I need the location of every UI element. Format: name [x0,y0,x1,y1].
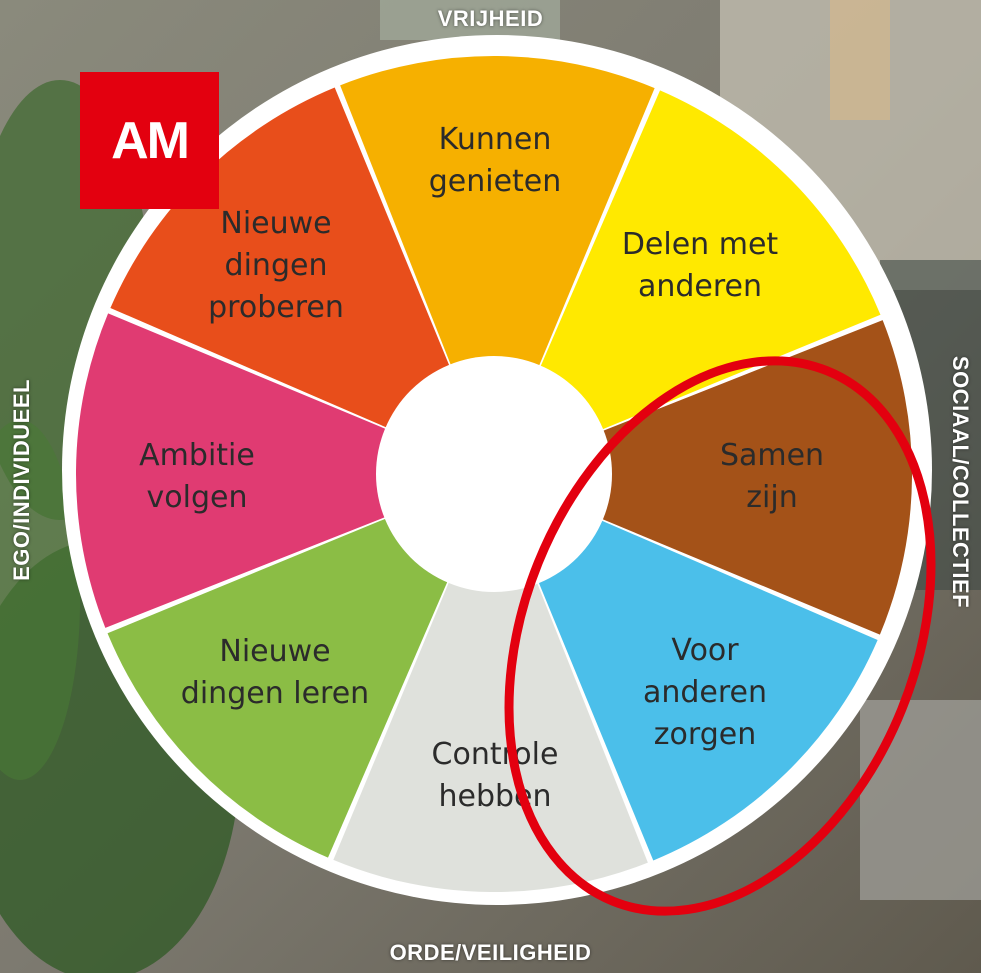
wheel-segment-label-line: volgen [147,480,248,515]
wheel-segment-label-line: Samen [720,438,824,473]
wheel-segment-label-line: anderen [643,675,767,710]
wheel-segment-label-line: anderen [638,269,762,304]
wheel-segment-label-line: Delen met [622,227,779,262]
wheel-segment-label-line: zorgen [654,717,756,752]
wheel-segment-label-7: Ambitie volgen [139,438,255,515]
wheel-segment-label-line: zijn [746,480,797,515]
wheel-segment-label-line: Kunnen [439,122,552,157]
wheel-segment-label-line: Nieuwe [219,634,330,669]
wheel-segment-label-line: Voor [671,633,739,668]
wheel-segment-1 [340,55,655,474]
wheel-segment-label-1: Kunnen genieten [429,122,562,199]
wheel-segment-3 [494,320,912,635]
axis-label-right: SOCIAAL/COLLECTIEF [948,355,973,609]
wheel-segment-label-line: Nieuwe [220,206,331,241]
wheel-segment-label-3: Samen zijn [720,438,824,515]
wheel-segment-label-line: proberen [208,290,344,325]
wheel-segment-label-4: Voor anderen zorgen [643,633,767,752]
highlight-ellipse [504,356,936,916]
wheel-segment-label-2: Delen met anderen [622,227,779,304]
wheel-segment-label-8: Nieuwe dingen proberen [208,206,344,325]
wheel-segment-5 [333,474,648,892]
wheel-segment-label-5: Controle hebben [432,737,559,814]
wheel-segment-label-line: genieten [429,164,562,199]
wheel-segment-label-6: Nieuwe dingen leren [181,634,369,711]
wheel-segment-label-line: dingen leren [181,676,369,711]
axis-label-left: EGO/INDIVIDUEEL [9,379,34,581]
axis-label-top: VRIJHEID [437,6,544,31]
wheel-segment-7 [76,313,495,628]
axis-label-bottom: ORDE/VEILIGHEID [389,940,592,965]
wheel-segment-2 [494,90,881,474]
wheel-segment-label-line: Ambitie [139,438,255,473]
wheel-segment-6 [107,474,494,858]
wheel-segment-label-line: hebben [438,779,551,814]
wheel-center-hole [376,356,612,592]
wheel-segment-label-line: dingen [225,248,328,283]
wheel-segment-4 [494,474,878,861]
am-logo-text: AM [111,111,190,170]
wheel-segment-label-line: Controle [432,737,559,772]
am-logo: AM [80,72,219,209]
